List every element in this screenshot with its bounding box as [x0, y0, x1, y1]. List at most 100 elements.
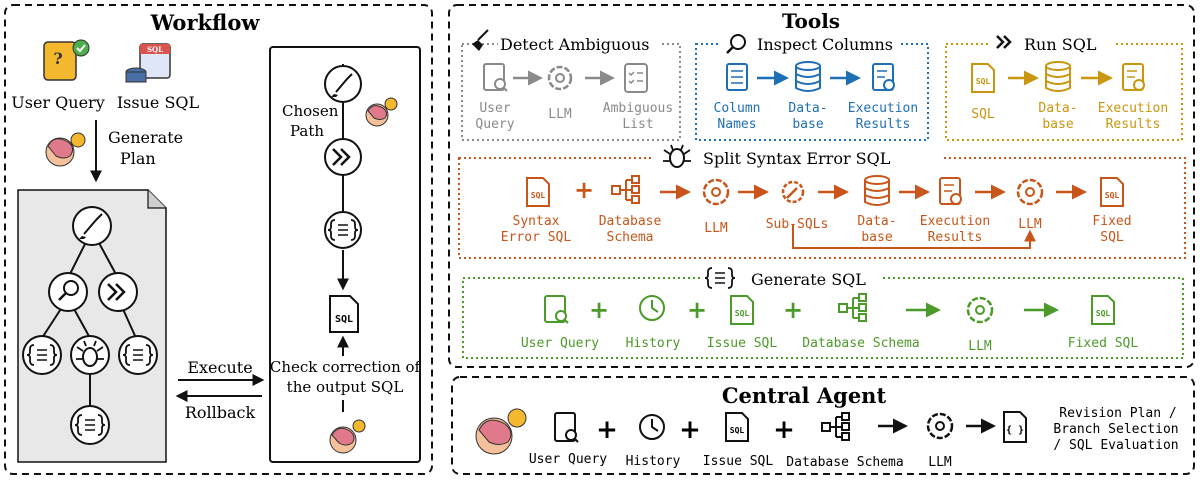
user-query-doc-icon-green [544, 295, 569, 324]
split-database-schema-1: Database [599, 214, 662, 229]
user-query-doc-icon-gray [483, 63, 508, 92]
execution-results-icon-orange [939, 177, 962, 205]
tools-title: Tools [782, 9, 840, 33]
output-sql-file-tag: SQL [335, 314, 353, 325]
detect-llm: LLM [548, 107, 572, 122]
llm-icon-black [926, 412, 954, 440]
user-query-doc-icon-black [554, 412, 579, 443]
central-issue-sql: Issue SQL [703, 454, 774, 469]
run-execution-results-1: Execution [1098, 101, 1168, 116]
generate-database-schema: Database Schema [802, 336, 919, 351]
schema-icon-black [821, 412, 850, 441]
schema-icon-orange [611, 175, 640, 204]
brain-gear-icon-small [365, 97, 398, 127]
plus-icon-split: + [574, 175, 594, 204]
sub-sql-bypass-arrow [792, 224, 1036, 249]
run-database-1: Data- [1038, 101, 1077, 116]
split-fixed-sql-2: SQL [1100, 230, 1124, 245]
generate-issue-sql: Issue SQL [707, 336, 778, 351]
run-sql-title: Run SQL [1024, 35, 1097, 54]
plus-icon-central-3: + [773, 415, 795, 445]
issue-sql-file-tag-green: SQL [735, 309, 750, 318]
issue-sql-label: Issue SQL [117, 93, 200, 112]
execute-label: Execute [187, 358, 252, 377]
split-llm-2: LLM [1018, 217, 1042, 232]
plus-icon-central-2: + [679, 415, 701, 445]
inspect-execution-results-2: Results [856, 117, 911, 132]
inspect-database-1: Data- [788, 101, 827, 116]
central-database-schema: Database Schema [786, 455, 903, 470]
split-fixed-sql-1: Fixed [1092, 214, 1131, 229]
fixed-sql-file-tag-orange: SQL [1105, 191, 1120, 200]
brain-gear-icon-bottom [329, 419, 366, 454]
rollback-label: Rollback [185, 403, 256, 422]
check-correction-label-1: Check correction of [270, 358, 422, 376]
generate-llm: LLM [968, 339, 992, 354]
split-database-2: base [861, 230, 892, 245]
central-llm: LLM [928, 455, 952, 470]
fixed-sql-icon-green: SQL [1091, 295, 1115, 325]
central-output-1: Revision Plan / [1059, 406, 1176, 421]
split-execution-results-1: Execution [920, 214, 990, 229]
bug-icon [663, 144, 691, 168]
split-syntax-error-2: Error SQL [501, 230, 572, 245]
plus-icon-generate-1: + [589, 295, 609, 324]
inspect-database-2: base [792, 117, 823, 132]
issue-sql-icon: SQL [125, 43, 171, 83]
generate-user-query: User Query [521, 336, 599, 351]
chosen-path-label-2: Path [290, 122, 324, 140]
schema-icon-green [838, 293, 867, 322]
syntax-error-sql-icon: SQL [526, 177, 550, 207]
fixed-sql-icon-orange: SQL [1100, 177, 1124, 207]
database-icon-orange [864, 175, 890, 206]
tools-panel: Tools Detect Ambiguous User Query LLM Am… [448, 4, 1195, 368]
detect-user-query-2: Query [475, 117, 514, 132]
brain-gear-icon [45, 132, 86, 167]
generate-fixed-sql: Fixed SQL [1068, 336, 1139, 351]
broom-icon [472, 29, 489, 51]
workflow-title: Workflow [150, 10, 261, 35]
issue-sql-file-tag-black: SQL [730, 426, 745, 435]
output-doc-icon: { } [1003, 411, 1027, 443]
user-query-icon: ? [43, 39, 90, 81]
svg-text:{ }: { } [1006, 425, 1024, 436]
central-history: History [626, 454, 681, 469]
path-node-run [324, 138, 362, 176]
central-agent-title: Central Agent [722, 383, 887, 408]
detect-ambiguous-box [461, 43, 681, 141]
plan-node-generate-left [22, 335, 62, 375]
split-database-schema-2: Schema [607, 230, 654, 245]
history-icon-black [639, 414, 665, 440]
sql-file-icon-gold: SQL [971, 63, 995, 93]
inspect-column-names-2: Names [717, 117, 756, 132]
llm-icon-orange-1 [702, 178, 730, 206]
run-execution-results-2: Results [1106, 117, 1161, 132]
user-query-label: User Query [11, 93, 104, 112]
plus-icon-generate-2: + [687, 295, 707, 324]
inspect-column-names-1: Column [714, 101, 761, 116]
split-syntax-box [458, 157, 1186, 259]
gear-wrench-icon [781, 180, 805, 204]
svg-text:?: ? [53, 49, 62, 68]
run-sql-box [945, 43, 1183, 141]
detect-ambiguous-title: Detect Ambiguous [500, 35, 649, 54]
central-output-3: / SQL Evaluation [1053, 438, 1178, 453]
split-sub-sqls: Sub-SQLs [766, 217, 829, 232]
magnifier-icon [726, 34, 746, 54]
llm-icon-gray [547, 65, 573, 91]
execution-results-icon-blue [872, 63, 895, 91]
plus-icon-generate-3: + [783, 295, 803, 324]
generate-plan-label-1: Generate [108, 128, 183, 147]
run-sql-label: SQL [971, 107, 995, 122]
plan-node-generate-bottom [70, 405, 110, 445]
run-database-2: base [1042, 117, 1073, 132]
plus-icon-central-1: + [596, 415, 618, 445]
plan-node-split [70, 335, 110, 375]
central-user-query: User Query [529, 452, 607, 467]
generate-history: History [626, 336, 681, 351]
llm-icon-green [966, 296, 994, 324]
database-icon-blue [795, 61, 821, 92]
database-icon-gold [1045, 61, 1071, 92]
detect-ambiguous-list-2: List [622, 117, 653, 132]
